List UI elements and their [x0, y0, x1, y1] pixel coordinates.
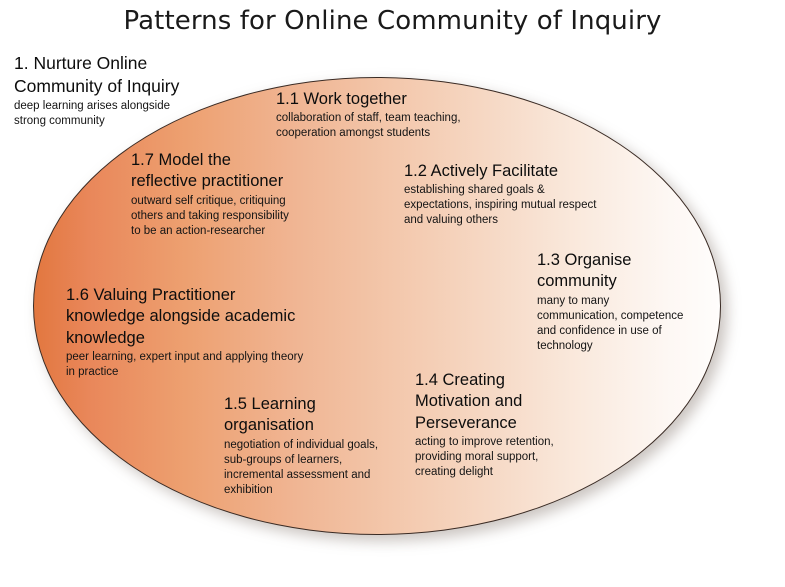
pattern-1-1-description: collaboration of staff, team teaching, c… [276, 111, 461, 140]
pattern-1-2-description: establishing shared goals & expectations… [404, 183, 597, 227]
pattern-1-7: 1.7 Model the reflective practitioner ou… [131, 150, 346, 239]
pattern-1-4-title: 1.4 Creating Motivation and Perseverance [415, 371, 523, 432]
pattern-1-1-title: 1.1 Work together [276, 90, 407, 108]
pattern-1-2: 1.2 Actively Facilitate establishing sha… [404, 161, 636, 228]
pattern-1-1: 1.1 Work together collaboration of staff… [276, 89, 506, 141]
diagram-caption-description: deep learning arises alongside strong co… [14, 99, 170, 127]
pattern-1-7-title: 1.7 Model the reflective practitioner [131, 151, 284, 191]
pattern-1-6-title: 1.6 Valuing Practitioner knowledge along… [66, 286, 296, 347]
pattern-1-5-description: negotiation of individual goals, sub-gro… [224, 438, 379, 496]
pattern-1-6: 1.6 Valuing Practitioner knowledge along… [66, 285, 366, 380]
community-ellipse [33, 77, 721, 535]
page-title: Patterns for Online Community of Inquiry [123, 6, 662, 36]
pattern-1-4-description: acting to improve retention, providing m… [415, 435, 554, 478]
pattern-1-2-title: 1.2 Actively Facilitate [404, 162, 559, 180]
pattern-1-6-description: peer learning, expert input and applying… [66, 350, 304, 378]
diagram-caption: 1. Nurture Online Community of Inquiry d… [14, 52, 229, 129]
pattern-1-5-title: 1.5 Learning organisation [224, 395, 316, 435]
pattern-1-3-title: 1.3 Organise community [537, 251, 632, 291]
pattern-1-3: 1.3 Organise community many to many comm… [537, 250, 722, 354]
pattern-1-7-description: outward self critique, critiquing others… [131, 194, 289, 237]
pattern-1-5: 1.5 Learning organisation negotiation of… [224, 394, 399, 498]
pattern-1-3-description: many to many communication, competence a… [537, 294, 684, 352]
pattern-1-4: 1.4 Creating Motivation and Perseverance… [415, 370, 595, 480]
diagram-caption-title: 1. Nurture Online Community of Inquiry [14, 53, 180, 96]
